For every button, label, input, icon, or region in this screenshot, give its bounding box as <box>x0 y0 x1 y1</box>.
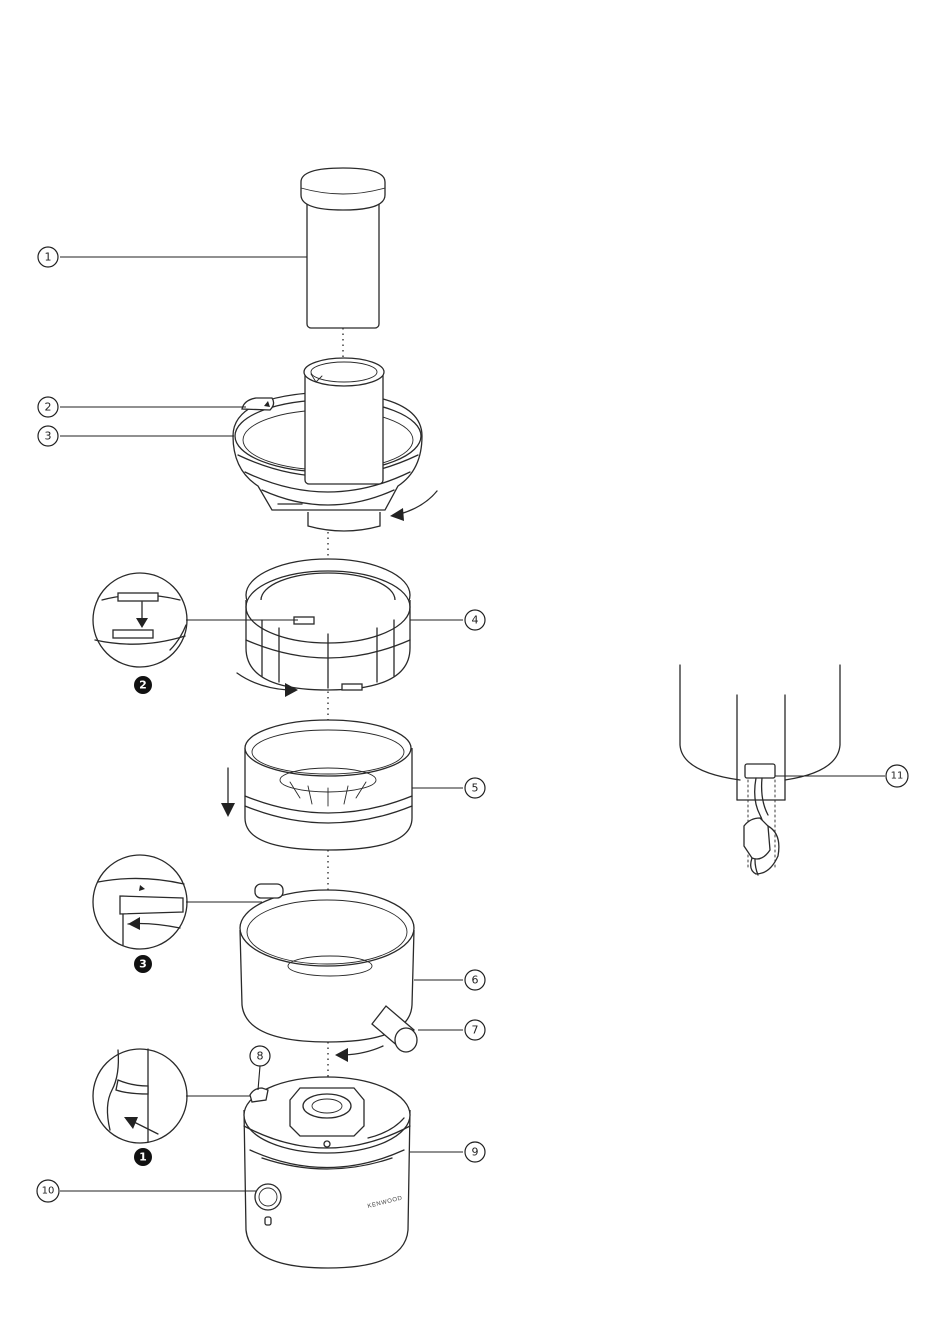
filter-insert-arrow <box>221 767 235 817</box>
step-1-label: 1 <box>139 1151 147 1164</box>
callout-8: 8 <box>249 1045 271 1067</box>
callout-4-label: 4 <box>472 614 479 627</box>
callout-9-label: 9 <box>472 1146 479 1159</box>
step-3-label: 3 <box>139 958 147 971</box>
callout-9: 9 <box>464 1141 486 1163</box>
callout-1: 1 <box>37 246 59 268</box>
lid <box>232 357 423 532</box>
callout-7-label: 7 <box>472 1024 479 1037</box>
callout-7: 7 <box>464 1019 486 1041</box>
callout-5-label: 5 <box>472 782 479 795</box>
filter-basket <box>244 719 413 851</box>
step-marker-2: 2 <box>134 676 152 694</box>
callout-6: 6 <box>464 969 486 991</box>
detail-inset-3 <box>92 854 262 950</box>
pusher <box>300 167 386 329</box>
step-marker-3: 3 <box>134 955 152 973</box>
callout-10: 10 <box>36 1179 60 1203</box>
detail-inset-2 <box>92 572 298 668</box>
detail-inset-1 <box>92 1048 250 1144</box>
collector-rotation-arrow <box>335 1045 384 1062</box>
motor-base: KENWOOD <box>243 1076 411 1269</box>
callout-8-label: 8 <box>257 1050 264 1063</box>
callout-11-label: 11 <box>891 771 904 782</box>
step-2-label: 2 <box>139 679 147 692</box>
callout-6-label: 6 <box>472 974 479 987</box>
filter-holder <box>245 558 411 691</box>
callout-10-label: 10 <box>42 1186 55 1197</box>
callout-5: 5 <box>464 777 486 799</box>
leader-lines <box>60 256 885 1192</box>
step-marker-1: 1 <box>134 1148 152 1166</box>
callout-2: 2 <box>37 396 59 418</box>
callout-1-label: 1 <box>45 251 52 264</box>
callout-3: 3 <box>37 425 59 447</box>
callout-11: 11 <box>885 764 909 788</box>
lid-rotation-arrow <box>390 490 438 521</box>
callout-3-label: 3 <box>45 430 52 443</box>
juice-collector <box>239 883 418 1053</box>
callout-2-label: 2 <box>45 401 52 414</box>
holder-rotation-arrow <box>236 672 298 697</box>
cord-storage-view <box>679 664 841 876</box>
callout-4: 4 <box>464 609 486 631</box>
